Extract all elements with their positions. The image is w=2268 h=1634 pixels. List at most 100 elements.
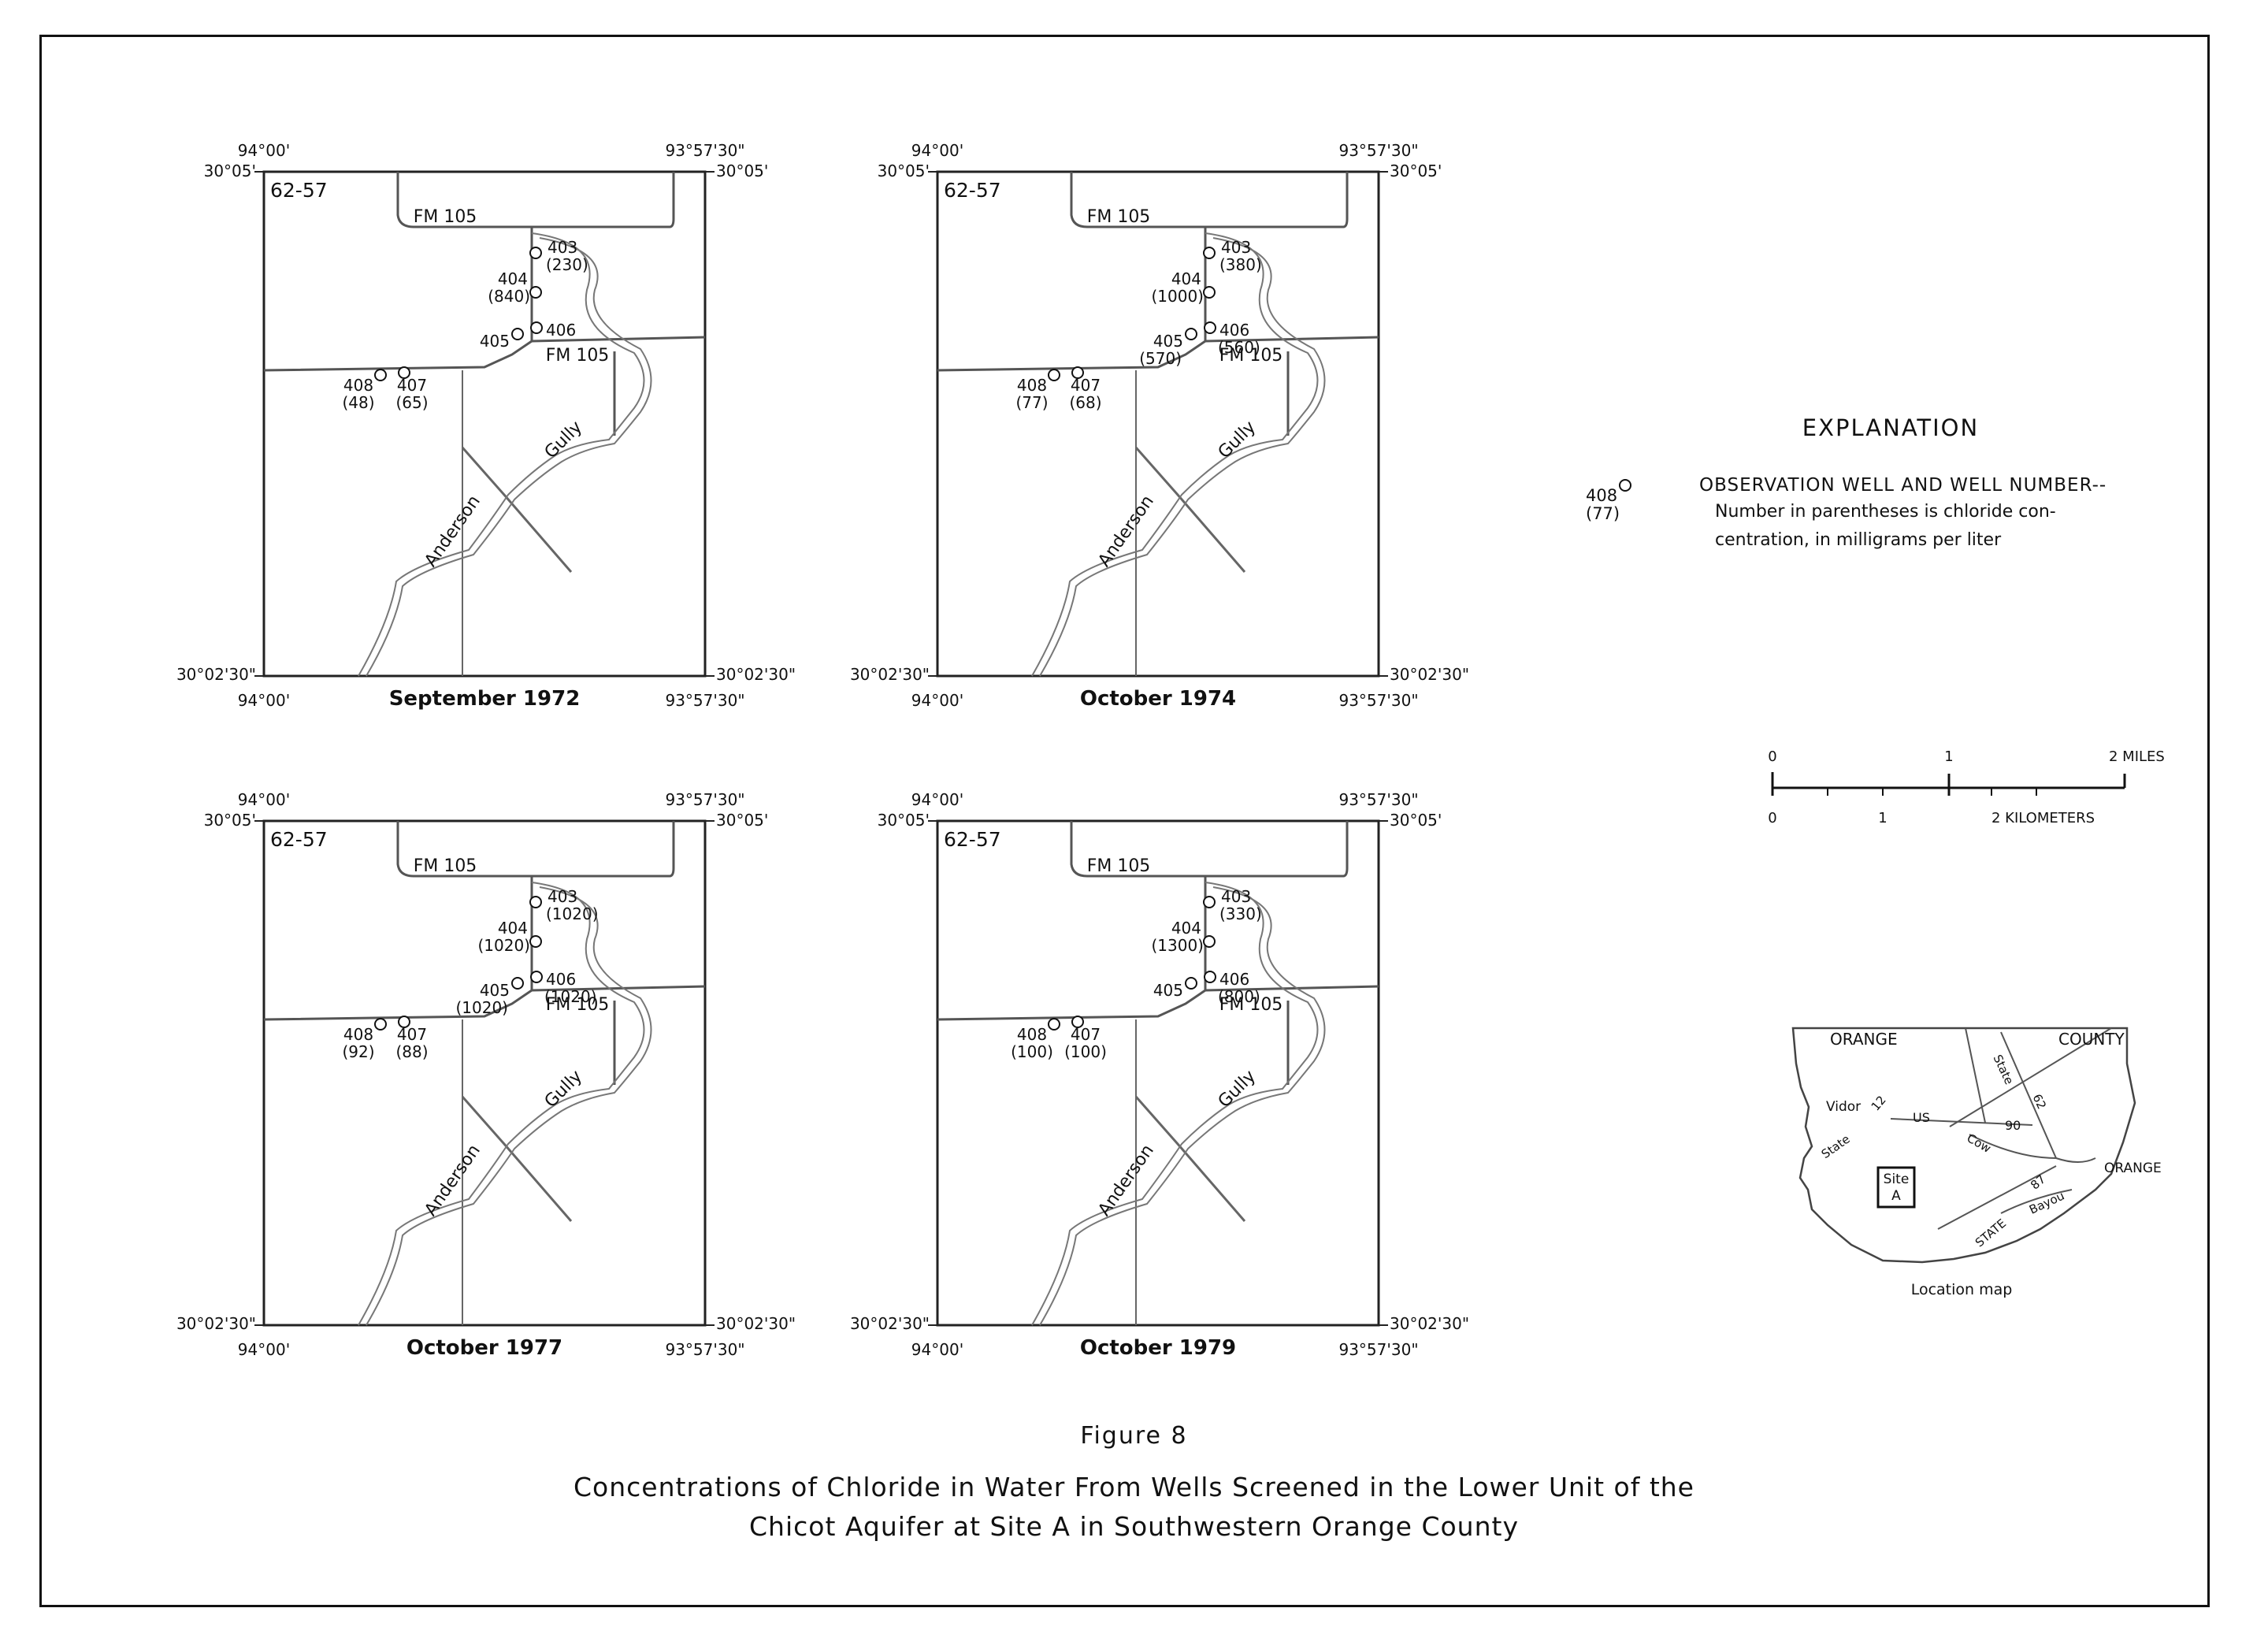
lat-north-left: 30°05' (204, 811, 256, 830)
lon-west-top: 94°00' (911, 790, 963, 809)
well-id: 403 (548, 238, 577, 257)
well-value: (100) (1011, 1042, 1053, 1061)
figure-number: Figure 8 (1080, 1422, 1188, 1450)
well-403: 403(330) (1203, 887, 1262, 923)
well-value: (570) (1139, 349, 1182, 368)
lat-north-left: 30°05' (878, 162, 930, 180)
well-407: 407(100) (1064, 1016, 1107, 1061)
lat-north-right: 30°05' (1390, 811, 1442, 830)
explanation-item-line1: Number in parentheses is chloride con- (1715, 502, 2056, 522)
well-408: 408(77) (1015, 369, 1060, 412)
well-symbol (529, 935, 542, 948)
location-cow: Cow (1965, 1131, 1994, 1156)
lon-east-top: 93°57'30" (1338, 141, 1418, 160)
well-symbol (530, 971, 543, 983)
well-value: (1020) (477, 936, 530, 955)
well-id: 406 (546, 970, 576, 989)
explanation-item-line2: centration, in milligrams per liter (1715, 530, 2002, 550)
lon-east-bottom: 93°57'30" (665, 691, 744, 710)
well-id: 408 (343, 376, 373, 395)
lon-east-bottom: 93°57'30" (1338, 691, 1418, 710)
location-road-87: 87 (2028, 1172, 2048, 1193)
scale-km-0: 0 (1768, 810, 1776, 826)
well-symbol (398, 366, 410, 379)
well-value: (230) (546, 255, 588, 274)
creek-label-gully: Gully (1215, 418, 1260, 462)
well-symbol (1185, 977, 1197, 990)
lat-south-left: 30°02'30" (850, 665, 930, 684)
well-symbol (511, 977, 524, 990)
well-407: 407(88) (395, 1016, 429, 1061)
well-id: 407 (397, 376, 427, 395)
lat-south-right: 30°02'30" (716, 1314, 796, 1333)
well-id: 404 (498, 919, 528, 938)
lon-west-top: 94°00' (238, 141, 290, 160)
well-id: 407 (397, 1025, 427, 1044)
creek-label-gully: Gully (541, 418, 586, 462)
well-value: (1020) (544, 987, 597, 1006)
map-panel-september-1972: 94°00'93°57'30"30°05'30°05'30°02'30"30°0… (176, 141, 796, 711)
well-symbol (1071, 1016, 1084, 1028)
well-405: 405 (480, 328, 524, 351)
lon-east-top: 93°57'30" (665, 790, 744, 809)
road-label-south: FM 105 (546, 346, 610, 366)
panel-date: September 1972 (389, 687, 581, 711)
well-408: 408(92) (342, 1018, 387, 1061)
lat-south-right: 30°02'30" (1390, 665, 1469, 684)
lat-north-right: 30°05' (1390, 162, 1442, 180)
well-407: 407(68) (1069, 366, 1102, 412)
well-symbol (1204, 321, 1216, 334)
sample-well-symbol (1619, 479, 1631, 492)
grid-id: 62-57 (270, 828, 328, 851)
lat-south-left: 30°02'30" (176, 665, 256, 684)
road-label-north: FM 105 (1087, 856, 1151, 876)
well-406: 406(800) (1204, 970, 1260, 1006)
creek-label-anderson: Anderson (421, 1141, 484, 1220)
lon-west-top: 94°00' (238, 790, 290, 809)
scale-km-1: 1 (1878, 810, 1887, 826)
road-label-north: FM 105 (1087, 207, 1151, 227)
road-label-north: FM 105 (414, 856, 477, 876)
well-id: 406 (1219, 970, 1249, 989)
well-403: 403(230) (529, 238, 588, 274)
scale-miles-2: 2 MILES (2109, 748, 2165, 765)
well-value: (100) (1064, 1042, 1107, 1061)
well-symbol (1203, 286, 1216, 299)
well-id: 406 (546, 321, 576, 340)
well-value: (380) (1219, 255, 1262, 274)
well-value: (77) (1015, 393, 1048, 412)
well-405: 405 (1153, 977, 1197, 1000)
location-map: ORANGE COUNTY Vidor ORANGE Site A US 90 … (1791, 1027, 2162, 1298)
well-value: (1020) (546, 904, 599, 923)
well-symbol (529, 286, 542, 299)
creek-label-anderson: Anderson (1094, 1141, 1157, 1220)
lon-east-bottom: 93°57'30" (665, 1340, 744, 1359)
sample-well-id: 408 (1586, 486, 1617, 505)
well-id: 405 (1153, 332, 1183, 351)
location-bayou: Bayou (2027, 1189, 2066, 1217)
lon-east-top: 93°57'30" (1338, 790, 1418, 809)
creek-label-anderson: Anderson (1094, 492, 1157, 570)
well-value: (68) (1069, 393, 1101, 412)
scale-km-2: 2 KILOMETERS (1991, 810, 2095, 826)
well-value: (560) (1218, 338, 1260, 357)
well-value: (92) (342, 1042, 374, 1061)
well-symbol (1185, 328, 1197, 340)
well-id: 406 (1219, 321, 1249, 340)
road-label-north: FM 105 (414, 207, 477, 227)
well-symbol (1204, 971, 1216, 983)
well-407: 407(65) (395, 366, 429, 412)
location-road-12: 12 (1869, 1093, 1889, 1113)
grid-id: 62-57 (944, 828, 1001, 851)
lat-north-right: 30°05' (716, 162, 768, 180)
well-symbol (530, 321, 543, 334)
lat-south-right: 30°02'30" (716, 665, 796, 684)
location-county-right: COUNTY (2058, 1030, 2125, 1049)
well-symbol (374, 369, 387, 381)
location-town-orange: ORANGE (2104, 1161, 2162, 1176)
map-panel-october-1977: 94°00'93°57'30"30°05'30°05'30°02'30"30°0… (176, 790, 796, 1360)
road-label-south: FM 105 (546, 995, 610, 1015)
well-405: 405(570) (1139, 328, 1197, 368)
well-id: 404 (1171, 919, 1201, 938)
lat-north-left: 30°05' (878, 811, 930, 830)
